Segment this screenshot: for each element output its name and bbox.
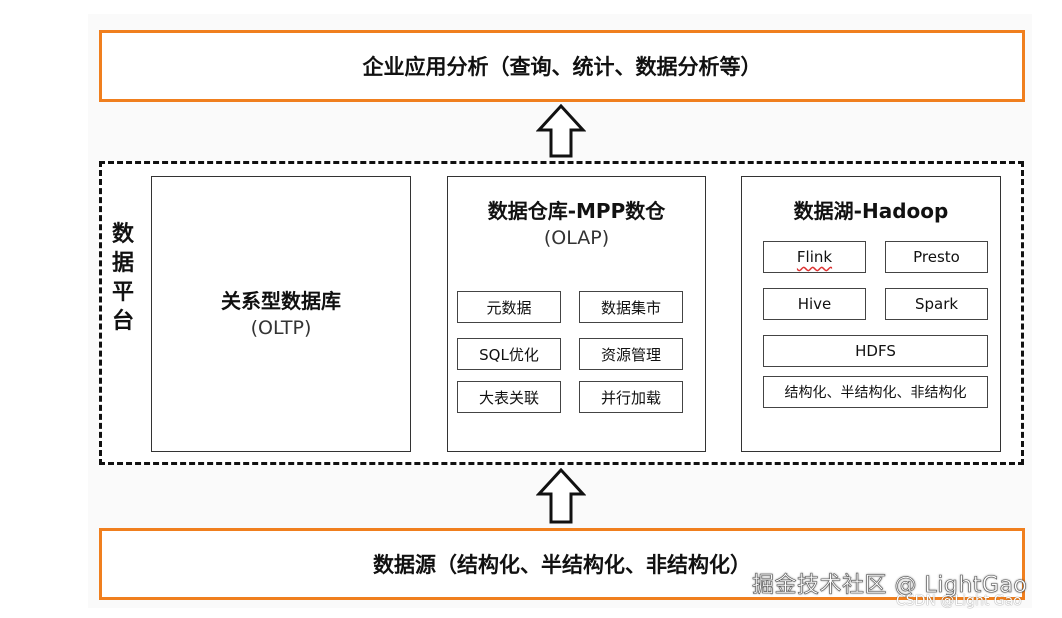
platform-label-char: 台 bbox=[111, 309, 134, 334]
chip-label: Flink bbox=[796, 248, 833, 266]
chip-spark: Spark bbox=[885, 288, 988, 320]
lake-title: 数据湖-Hadoop bbox=[793, 199, 949, 223]
chip-large-table-join: 大表关联 bbox=[457, 381, 561, 413]
chip-sql-optimization: SQL优化 bbox=[457, 338, 561, 370]
chip-data-formats: 结构化、半结构化、非结构化 bbox=[763, 376, 988, 408]
oltp-subtitle: (OLTP) bbox=[250, 317, 312, 339]
chip-label: 数据集市 bbox=[600, 298, 661, 317]
chip-parallel-load: 并行加载 bbox=[579, 381, 683, 413]
watermark-csdn: CSDN @Light Gao bbox=[896, 593, 1022, 609]
chip-label: 结构化、半结构化、非结构化 bbox=[784, 385, 967, 401]
data-lake-panel: 数据湖-Hadoop Flink Presto Hive Spark HDFS … bbox=[741, 176, 1001, 452]
oltp-title: 关系型数据库 bbox=[221, 289, 341, 313]
enterprise-analysis-label: 企业应用分析（查询、统计、数据分析等） bbox=[362, 55, 762, 79]
data-source-label: 数据源（结构化、半结构化、非结构化） bbox=[373, 553, 751, 577]
platform-label-char: 平 bbox=[111, 280, 134, 305]
chip-label: 大表关联 bbox=[478, 388, 539, 407]
platform-label-char: 据 bbox=[111, 251, 134, 276]
mpp-title: 数据仓库-MPP数仓 bbox=[487, 199, 666, 223]
chip-label: SQL优化 bbox=[479, 345, 539, 364]
chip-label: 并行加载 bbox=[600, 388, 661, 407]
arrow-up-icon bbox=[536, 468, 586, 524]
chip-label: HDFS bbox=[855, 342, 896, 360]
mpp-subtitle: (OLAP) bbox=[543, 227, 610, 249]
arrow-up-icon bbox=[536, 104, 586, 158]
chip-metadata: 元数据 bbox=[457, 291, 561, 323]
chip-label: Spark bbox=[914, 295, 959, 313]
chip-label: Presto bbox=[913, 248, 960, 266]
data-source-box: 数据源（结构化、半结构化、非结构化） bbox=[99, 528, 1025, 600]
chip-data-mart: 数据集市 bbox=[579, 291, 683, 323]
chip-flink: Flink bbox=[763, 241, 866, 273]
chip-label: 元数据 bbox=[486, 298, 532, 317]
chip-presto: Presto bbox=[885, 241, 988, 273]
chip-resource-management: 资源管理 bbox=[579, 338, 683, 370]
chip-hive: Hive bbox=[763, 288, 866, 320]
platform-label-char: 数 bbox=[111, 222, 134, 247]
chip-label: 资源管理 bbox=[600, 345, 661, 364]
mpp-warehouse-panel: 数据仓库-MPP数仓 (OLAP) 元数据 数据集市 SQL优化 资源管理 大表… bbox=[447, 176, 706, 452]
chip-label: Hive bbox=[797, 295, 832, 313]
chip-hdfs: HDFS bbox=[763, 335, 988, 367]
enterprise-analysis-box: 企业应用分析（查询、统计、数据分析等） bbox=[99, 30, 1025, 102]
data-platform-label: 数 据 平 台 bbox=[108, 220, 138, 336]
watermark-juejin: 掘金技术社区 @ LightGao bbox=[752, 573, 1028, 599]
oltp-panel: 关系型数据库 (OLTP) bbox=[151, 176, 411, 452]
